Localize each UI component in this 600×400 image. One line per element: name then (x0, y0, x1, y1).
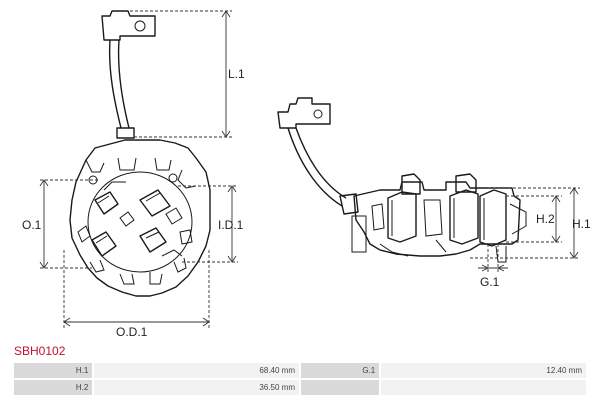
dimension-l1: L.1 (130, 10, 245, 138)
label-h1: H.1 (572, 217, 591, 231)
spec-table: H.1 68.40 mm G.1 12.40 mm H.2 36.50 mm (12, 361, 588, 397)
spec-key: H.1 (14, 363, 93, 378)
spec-value: 68.40 mm (94, 363, 299, 378)
spec-key: H.2 (14, 380, 93, 395)
technical-drawing: L.1 O.1 I.D.1 O.D.1 (22, 10, 591, 339)
spec-value (381, 380, 586, 395)
table-row: H.1 68.40 mm G.1 12.40 mm (14, 363, 586, 378)
product-code: SBH0102 (14, 344, 66, 358)
dimension-h2: H.2 (506, 195, 562, 243)
label-g1: G.1 (480, 275, 500, 289)
label-l1: L.1 (228, 67, 245, 81)
dimension-g1: G.1 (478, 244, 508, 289)
label-od1: O.D.1 (116, 325, 148, 339)
label-o1: O.1 (22, 218, 42, 232)
table-row: H.2 36.50 mm (14, 380, 586, 395)
spec-key: G.1 (300, 363, 380, 378)
spec-value: 12.40 mm (381, 363, 586, 378)
spec-value: 36.50 mm (94, 380, 299, 395)
top-view-brush-holder (69, 10, 211, 297)
spec-key (300, 380, 380, 395)
dimension-od1: O.D.1 (63, 250, 210, 339)
side-view-brush-holder (277, 97, 527, 263)
dimension-h1: H.1 (470, 187, 591, 259)
dimension-id1: I.D.1 (178, 185, 244, 263)
label-h2: H.2 (536, 212, 555, 226)
dimension-o1: O.1 (22, 179, 100, 269)
label-id1: I.D.1 (218, 218, 244, 232)
